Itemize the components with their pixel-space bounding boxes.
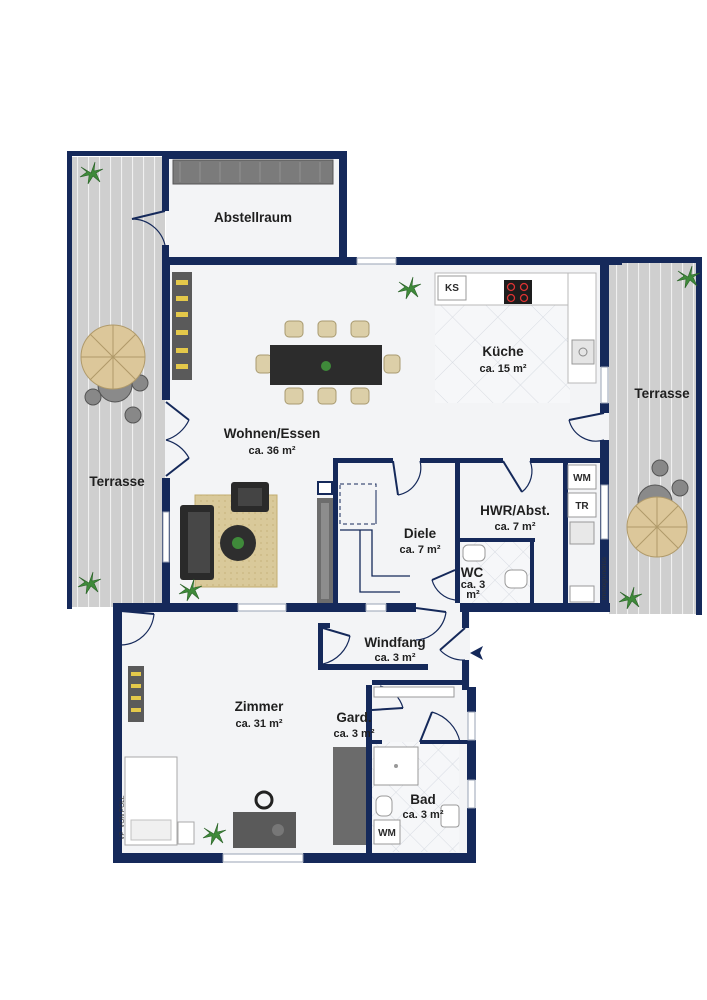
window <box>467 711 476 741</box>
svg-text:TR: TR <box>575 501 589 512</box>
windfang-area: ca. 3 m² <box>375 652 416 664</box>
door-terrace-right[interactable] <box>568 412 605 442</box>
bed <box>124 756 178 846</box>
window <box>356 257 397 265</box>
window <box>222 853 304 863</box>
door-windfang-zimmer[interactable] <box>322 627 351 665</box>
window <box>600 484 609 540</box>
wc-fixtures <box>462 544 528 589</box>
bad-name: Bad <box>410 792 436 807</box>
svg-text:WM: WM <box>378 828 396 839</box>
window <box>365 603 387 612</box>
window <box>237 603 287 612</box>
zimmer-shelf <box>128 666 144 722</box>
parasol-icon <box>626 496 688 558</box>
terrace-right-deck <box>609 262 699 614</box>
gard-name: Gard. <box>336 710 371 725</box>
door-windfang-diele[interactable] <box>415 607 447 641</box>
windfang-name: Windfang <box>364 635 425 650</box>
svg-text:VON POLL: VON POLL <box>119 795 126 828</box>
door-zimmer-top[interactable] <box>120 610 155 646</box>
svg-text:VP: VP <box>119 831 126 840</box>
sofa <box>180 505 214 580</box>
wc-area-unit: m² <box>466 589 480 601</box>
windows <box>162 257 609 863</box>
plant-icon <box>202 822 227 846</box>
staircase <box>339 483 410 593</box>
hwr-area: ca. 7 m² <box>495 521 536 533</box>
armchair <box>231 482 269 512</box>
wohnen-name: Wohnen/Essen <box>224 426 321 441</box>
entrance-arrow-icon <box>470 646 483 660</box>
window <box>162 511 170 563</box>
terrasse-left-name: Terrasse <box>89 474 145 489</box>
shoe-cabinet <box>373 686 455 698</box>
shower <box>373 746 419 786</box>
plant-icon <box>178 578 203 602</box>
door-abstellraum[interactable] <box>131 210 166 246</box>
gard-area: ca. 3 m² <box>334 728 375 740</box>
coffee-table <box>220 525 256 561</box>
logo: VP VON POLL <box>119 795 126 840</box>
fridge-label: KS <box>445 283 459 294</box>
door-bad[interactable] <box>419 711 461 743</box>
nightstand <box>177 821 195 845</box>
zimmer-area: ca. 31 m² <box>235 718 282 730</box>
door-wc[interactable] <box>431 569 456 601</box>
desk <box>233 790 296 848</box>
kueche-area: ca. 15 m² <box>479 363 526 375</box>
fridge <box>437 275 467 301</box>
storage-shelf <box>172 159 334 185</box>
wohnen-area: ca. 36 m² <box>248 445 295 457</box>
hwr-utility <box>569 585 595 603</box>
window <box>600 366 609 404</box>
diele-area: ca. 7 m² <box>400 544 441 556</box>
door-entrance[interactable] <box>439 627 466 661</box>
bad-area: ca. 3 m² <box>403 809 444 821</box>
door-diele[interactable] <box>392 460 422 496</box>
diele-name: Diele <box>404 526 437 541</box>
copyright-text: Immogrundriss <box>601 556 608 600</box>
plant-icon <box>676 265 701 289</box>
wc-area: ca. 3 <box>461 579 485 591</box>
kitchen-counter: KS <box>434 272 597 384</box>
sink <box>571 339 595 365</box>
washing-machine-bad: WM <box>373 819 401 845</box>
dryer: TR <box>567 492 597 518</box>
door-hwr[interactable] <box>502 460 533 493</box>
wc-name: WC <box>461 565 484 580</box>
bad-toilet <box>375 795 393 817</box>
hwr-sink <box>569 521 595 545</box>
plant-icon <box>77 571 102 595</box>
terrace-left-furniture <box>80 324 149 424</box>
abstellraum-name: Abstellraum <box>214 210 292 225</box>
zimmer-name: Zimmer <box>235 699 285 714</box>
door-terrace-left[interactable] <box>165 401 190 477</box>
plant-icon <box>397 276 422 300</box>
dining-table <box>255 320 401 405</box>
plant-icon <box>79 161 104 185</box>
svg-text:WM: WM <box>573 473 591 484</box>
terrace-right-furniture <box>626 459 689 558</box>
plant-icon <box>618 586 643 610</box>
window <box>467 779 476 809</box>
terrasse-right-name: Terrasse <box>634 386 690 401</box>
parasol-icon <box>80 324 146 390</box>
bookshelf <box>172 272 192 380</box>
hwr-name: HWR/Abst. <box>480 503 550 518</box>
washing-machine: WM <box>567 464 597 490</box>
bad-sink <box>440 804 460 828</box>
wardrobe <box>333 747 366 845</box>
tv-cabinet <box>317 481 333 603</box>
room-labels: Abstellraum Küche ca. 15 m² Terrasse Ter… <box>89 210 690 821</box>
kueche-name: Küche <box>482 344 524 359</box>
